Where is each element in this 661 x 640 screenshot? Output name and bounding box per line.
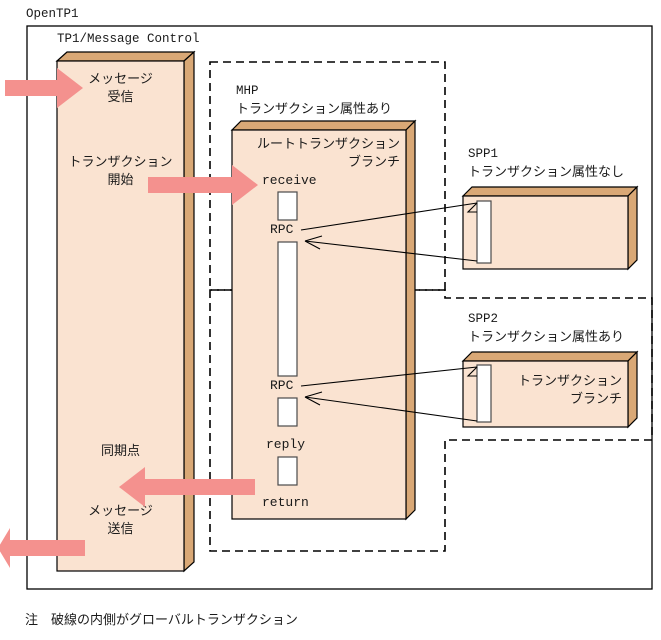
diagram-note: 注 破線の内側がグローバルトランザクション: [25, 612, 298, 627]
rpc2-call-line: [300, 366, 478, 387]
mhp-box-front-face: [231, 129, 407, 520]
outer-frame-opentp1: [26, 25, 653, 590]
spp2-box-top-face: [461, 351, 639, 362]
mhp-execution-bar-4: [277, 456, 298, 486]
spp2-box-side-face: [627, 350, 638, 429]
mhp-execution-bar-3: [277, 397, 298, 427]
mhp-box-side-face: [405, 119, 416, 521]
rpc2-return-line: [304, 396, 478, 422]
mhp-box-top-face: [230, 120, 417, 131]
rpc1-call-arrowhead: [466, 202, 478, 213]
spp1-attribute-label: トランザクション属性なし: [468, 164, 624, 179]
spp1-box-side-face: [627, 185, 638, 271]
mhp-call-rpc2-label: RPC: [270, 378, 294, 393]
rpc2-return-arrowhead: [304, 391, 323, 406]
mhp-name-label: MHP: [236, 84, 259, 98]
spp1-execution-bar: [476, 200, 492, 264]
spp2-branch-line1: トランザクション: [518, 373, 622, 388]
tp1-step-message-send-line2: 送信: [107, 521, 133, 536]
mhp-root-branch-line1: ルートトランザクション: [257, 136, 400, 151]
outer-label-opentp1: OpenTP1: [26, 7, 79, 21]
arrow-message-send-out: [0, 528, 85, 568]
mhp-call-reply-label: reply: [266, 437, 305, 452]
tp1-box-top-face: [55, 51, 196, 62]
rpc1-return-line: [304, 240, 478, 262]
spp1-box-top-face: [461, 186, 639, 197]
rpc1-call-line: [300, 202, 478, 231]
arrow-return-to-tp1: [119, 467, 255, 507]
tp1-step-transaction-start-line1: トランザクション: [68, 154, 172, 169]
tp1-step-transaction-start-line2: 開始: [107, 172, 133, 187]
arrow-message-receive-in: [5, 68, 83, 108]
mhp-call-return-label: return: [262, 495, 309, 510]
tp1-step-message-receive-line2: 受信: [107, 89, 133, 104]
spp1-name-label: SPP1: [468, 147, 498, 161]
spp2-name-label: SPP2: [468, 312, 498, 326]
mhp-root-branch-line2: ブランチ: [348, 154, 400, 169]
mhp-call-rpc1-label: RPC: [270, 222, 294, 237]
tp1-step-message-send-line1: メッセージ: [88, 503, 153, 518]
spp2-branch-line2: ブランチ: [570, 391, 622, 406]
rpc2-call-arrowhead: [466, 366, 478, 377]
spp2-execution-bar: [476, 364, 492, 423]
spp2-attribute-label: トランザクション属性あり: [468, 329, 624, 344]
mhp-call-receive-label: receive: [262, 173, 317, 188]
tp1-title: TP1/Message Control: [57, 32, 200, 46]
mhp-attribute-label: トランザクション属性あり: [236, 101, 392, 116]
tp1-step-message-receive-line1: メッセージ: [88, 71, 153, 86]
arrow-transaction-start: [148, 165, 258, 205]
tp1-step-sync-point: 同期点: [101, 443, 140, 458]
mhp-execution-bar-2: [277, 241, 298, 377]
mhp-execution-bar-1: [277, 191, 298, 221]
rpc1-return-arrowhead: [304, 235, 323, 250]
global-transaction-dashed-region-lower: [209, 289, 653, 552]
